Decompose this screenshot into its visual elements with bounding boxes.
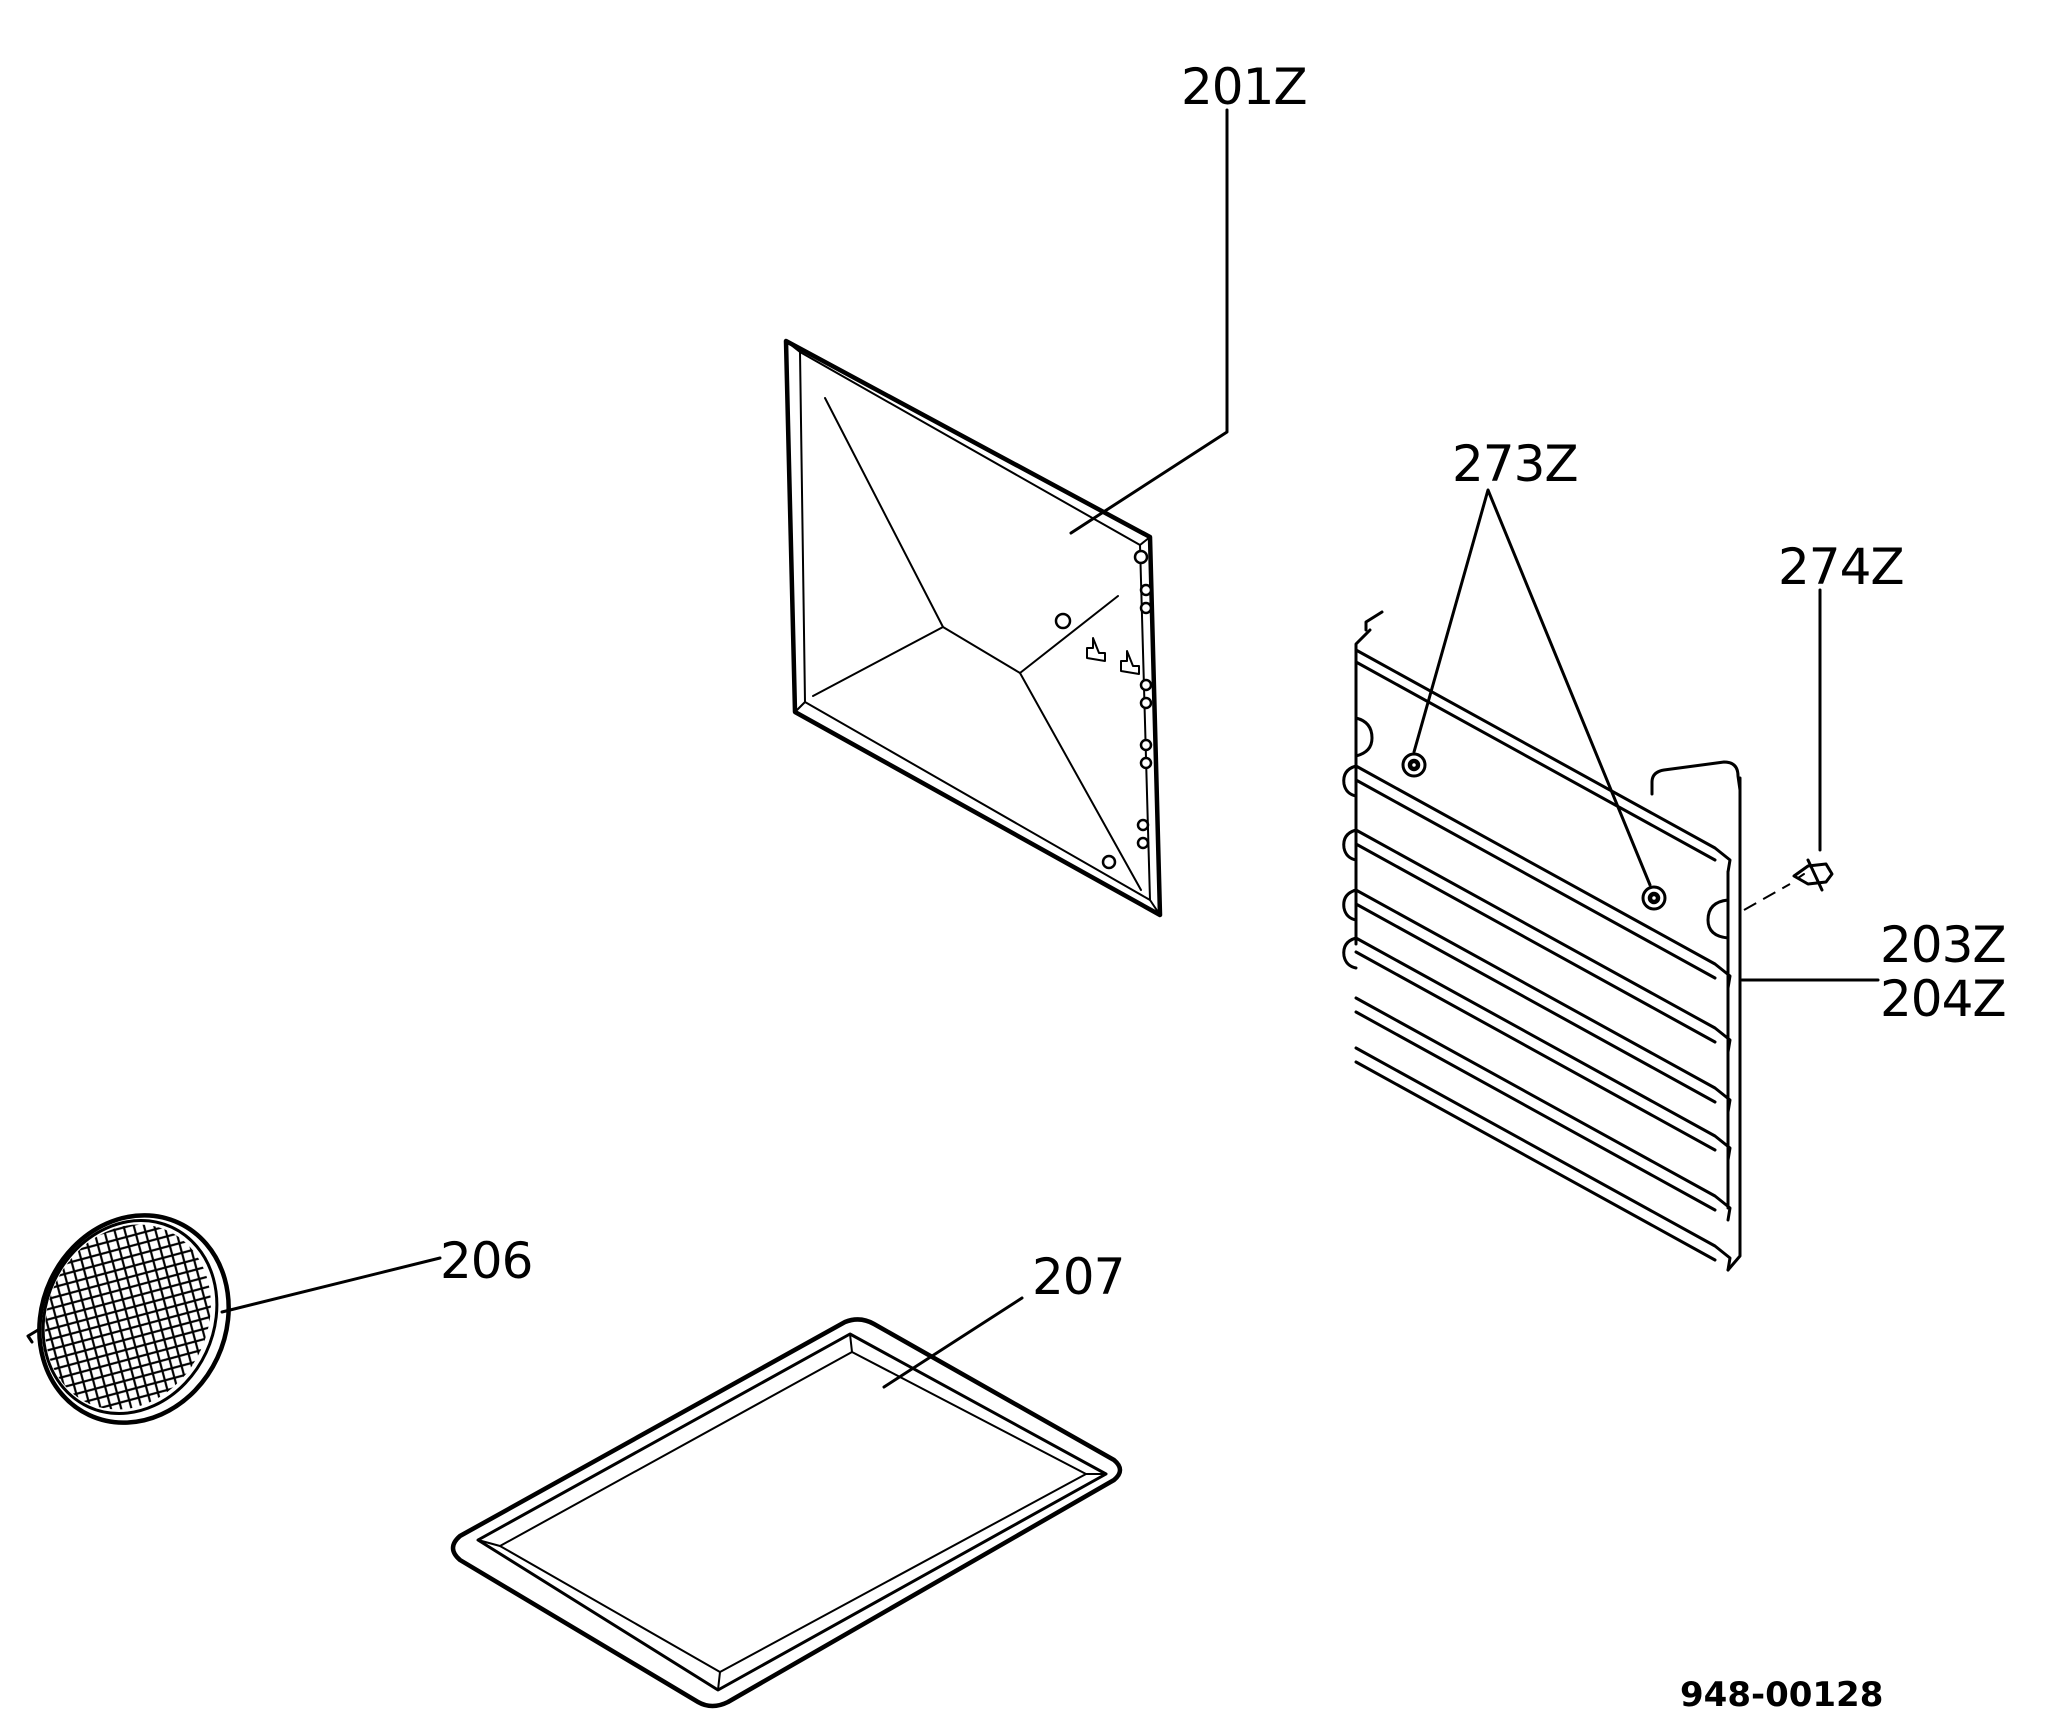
drawing-number: 948-00128	[1680, 1675, 1883, 1715]
callout-274Z: 274Z	[1778, 538, 1904, 596]
callout-204Z: 204Z	[1880, 970, 2006, 1028]
baking-tray-part	[450, 1317, 1123, 1709]
back-panel-part	[783, 338, 1163, 918]
callout-203Z: 203Z	[1880, 916, 2006, 974]
shelf-runner-part	[1342, 610, 1742, 1272]
callout-201Z: 201Z	[1181, 58, 1307, 116]
callout-207: 207	[1032, 1248, 1124, 1306]
leader-201Z	[1069, 108, 1229, 535]
leader-206	[220, 1256, 442, 1314]
callout-206: 206	[440, 1232, 532, 1290]
leader-207	[882, 1296, 1024, 1389]
leader-273Z	[1412, 488, 1652, 887]
screw-part	[1743, 858, 1834, 911]
round-grille-part	[26, 1200, 231, 1437]
callout-273Z: 273Z	[1452, 435, 1578, 493]
